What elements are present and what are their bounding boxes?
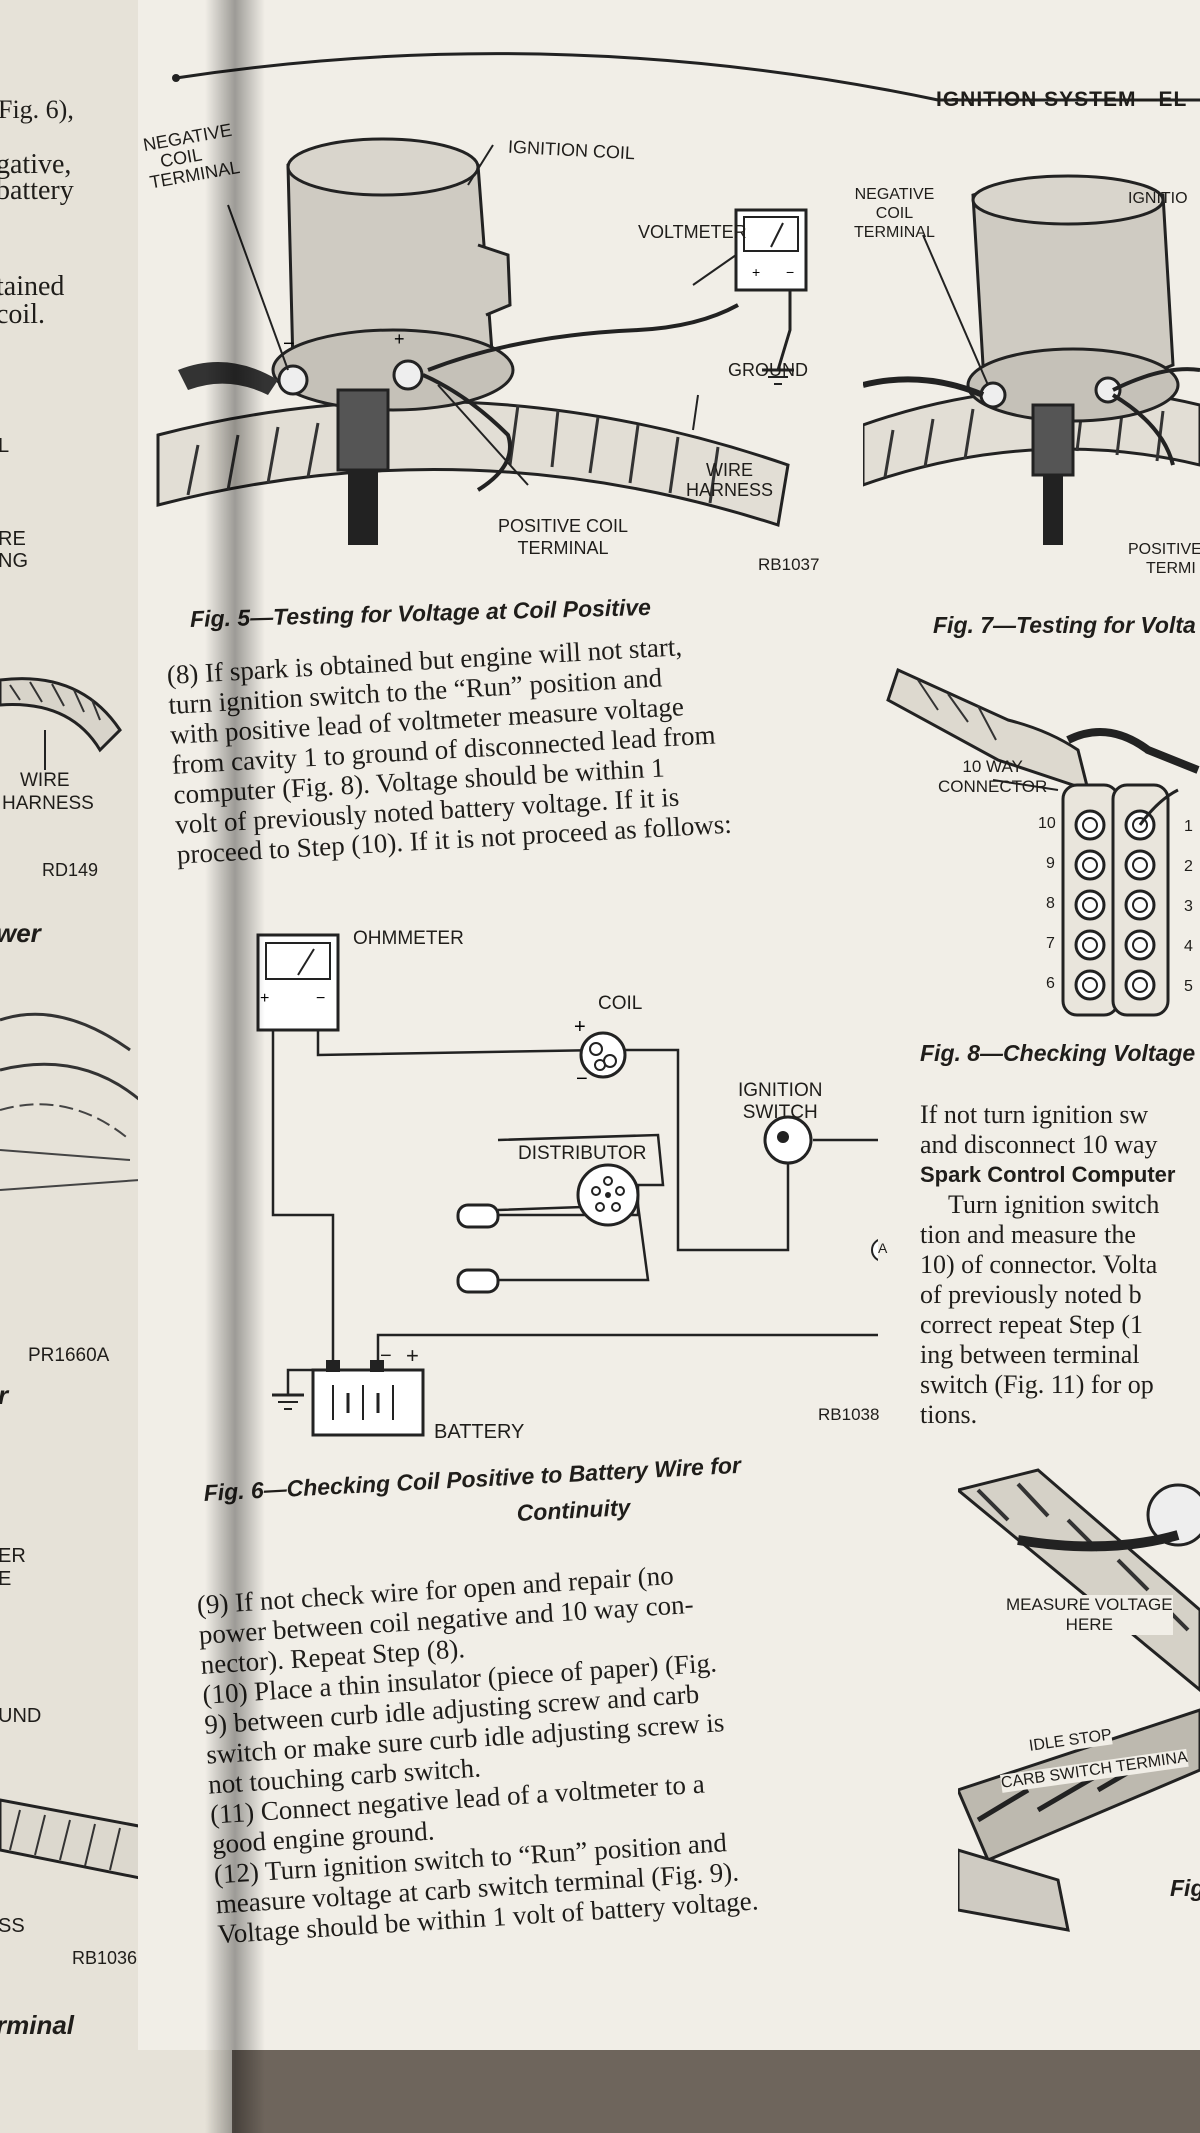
fig9-caption-fragment: Fig <box>1170 1875 1200 1901</box>
fig6-caption-line-2: Continuity <box>516 1494 631 1526</box>
right-line: correct repeat Step (1 <box>920 1310 1144 1339</box>
left-fragment-l: L <box>0 435 10 457</box>
fig6-coil-label: COIL <box>598 993 643 1014</box>
left-heading-fragment: wer <box>0 918 41 948</box>
fig7-negative-coil-terminal-label: NEGATIVE COIL TERMINAL <box>854 186 935 241</box>
header-rule <box>172 52 1200 102</box>
running-title: IGNITION SYSTEM—EL <box>936 88 1188 111</box>
step8-paragraph: (8) If spark is obtained but engine will… <box>166 629 732 869</box>
fig6-distributor-label: DISTRIBUTOR <box>518 1143 647 1164</box>
right-line: ing between terminal <box>920 1340 1140 1369</box>
fig7-positive-label: POSITIVE TERMI <box>1128 541 1200 577</box>
fig8-number-10: 10 <box>1038 815 1056 832</box>
left-engine-drawing <box>0 1012 141 1191</box>
fig8-number-9: 9 <box>1046 855 1055 872</box>
left-fragment-re: RE <box>0 528 26 550</box>
fig8-number-4: 4 <box>1184 938 1193 955</box>
fig7-coil-drawing <box>863 174 1200 545</box>
left-er-1: ER <box>0 1545 26 1567</box>
left-line-4: tained <box>0 271 65 302</box>
steps-9-12-paragraph: (9) If not check wire for open and repai… <box>196 1556 759 1949</box>
fig5-ground-label: GROUND <box>728 360 808 380</box>
left-line-1: Fig. 6), <box>0 95 74 124</box>
fig5-caption: Fig. 5—Testing for Voltage at Coil Posit… <box>189 593 652 633</box>
left-line-3: battery <box>0 175 74 206</box>
fig8-number-5: 5 <box>1184 978 1193 995</box>
right-line: tions. <box>920 1400 978 1429</box>
right-line: Turn ignition switch <box>948 1190 1160 1219</box>
fig5-code: RB1037 <box>758 555 820 574</box>
left-terminal-fragment: rminal <box>0 2010 75 2040</box>
fig8-number-7: 7 <box>1046 935 1055 952</box>
fig8-connector-drawing <box>886 667 1200 1017</box>
fig6-ignition-switch-label: IGNITION SWITCH <box>738 1080 823 1123</box>
fig8-number-6: 6 <box>1046 975 1055 992</box>
fig8-number-8: 8 <box>1046 895 1055 912</box>
left-code-mid: PR1660A <box>28 1345 110 1366</box>
fig6-minus-label: − <box>380 1345 392 1367</box>
main-page: IGNITION SYSTEM—EL +− <box>138 0 1200 2050</box>
right-line: switch (Fig. 11) for op <box>920 1370 1154 1399</box>
svg-text:−: − <box>786 264 794 280</box>
fig7-caption: Fig. 7—Testing for Volta <box>933 612 1196 638</box>
left-fragment-ng: NG <box>0 550 28 572</box>
left-wire-label-2: HARNESS <box>2 793 94 814</box>
fig8-number-2: 2 <box>1184 858 1193 875</box>
svg-text:−: − <box>283 333 295 355</box>
left-line-2: gative, <box>0 149 72 180</box>
left-ss: SS <box>0 1915 25 1937</box>
fig5-positive-coil-terminal-label: POSITIVE COIL TERMINAL <box>498 516 629 558</box>
right-line: If not turn ignition sw <box>920 1100 1149 1129</box>
fig5-coil-drawing: + − + − <box>156 137 808 545</box>
svg-text:+: + <box>752 264 760 280</box>
fig6-point-a-label: A <box>878 1240 888 1256</box>
right-line: of previously noted b <box>920 1280 1142 1309</box>
left-line-5: coil. <box>0 299 45 330</box>
left-er-2: E <box>0 1568 12 1590</box>
left-code-bottom: RB1036 <box>72 1948 138 1968</box>
svg-text:+: + <box>260 990 269 1007</box>
fig6-plus-label: + <box>406 1343 419 1368</box>
fig5-voltmeter-label: VOLTMETER <box>638 222 747 242</box>
left-wire-harness-drawing <box>0 677 122 770</box>
svg-text:+: + <box>394 329 405 349</box>
fig6-circuit-diagram: + − +− <box>256 933 878 1437</box>
right-line: Spark Control Computer <box>920 1162 1176 1187</box>
fig6-ohmmeter-label: OHMMETER <box>353 928 464 949</box>
fig8-number-3: 3 <box>1184 898 1193 915</box>
svg-text:−: − <box>576 1068 588 1090</box>
right-line: 10) of connector. Volta <box>920 1250 1158 1279</box>
fig5-wire-harness-label: WIRE HARNESS <box>686 460 774 500</box>
fig9-carb-drawing <box>958 1468 1200 1932</box>
left-wire-label-1: WIRE <box>20 770 70 791</box>
fig8-number-1: 1 <box>1184 818 1193 835</box>
fig6-battery-label: BATTERY <box>434 1421 525 1443</box>
svg-text:+: + <box>574 1016 586 1038</box>
fig8-connector-label: 10 WAY CONNECTOR <box>938 757 1048 796</box>
left-letter-r: r <box>0 1380 8 1411</box>
fig7-ignition-label: IGNITIO <box>1128 190 1188 207</box>
left-code-top: RD149 <box>42 860 99 880</box>
right-line: and disconnect 10 way <box>920 1130 1158 1159</box>
fig8-caption: Fig. 8—Checking Voltage <box>920 1040 1196 1066</box>
left-und: UND <box>0 1705 42 1727</box>
fig9-measure-voltage-label: MEASURE VOLTAGE HERE <box>1006 1595 1173 1635</box>
right-column-text: If not turn ignition sw and disconnect 1… <box>920 1100 1175 1430</box>
fig6-code: RB1038 <box>818 1405 880 1424</box>
svg-text:−: − <box>316 990 325 1007</box>
right-line: tion and measure the <box>920 1220 1136 1249</box>
